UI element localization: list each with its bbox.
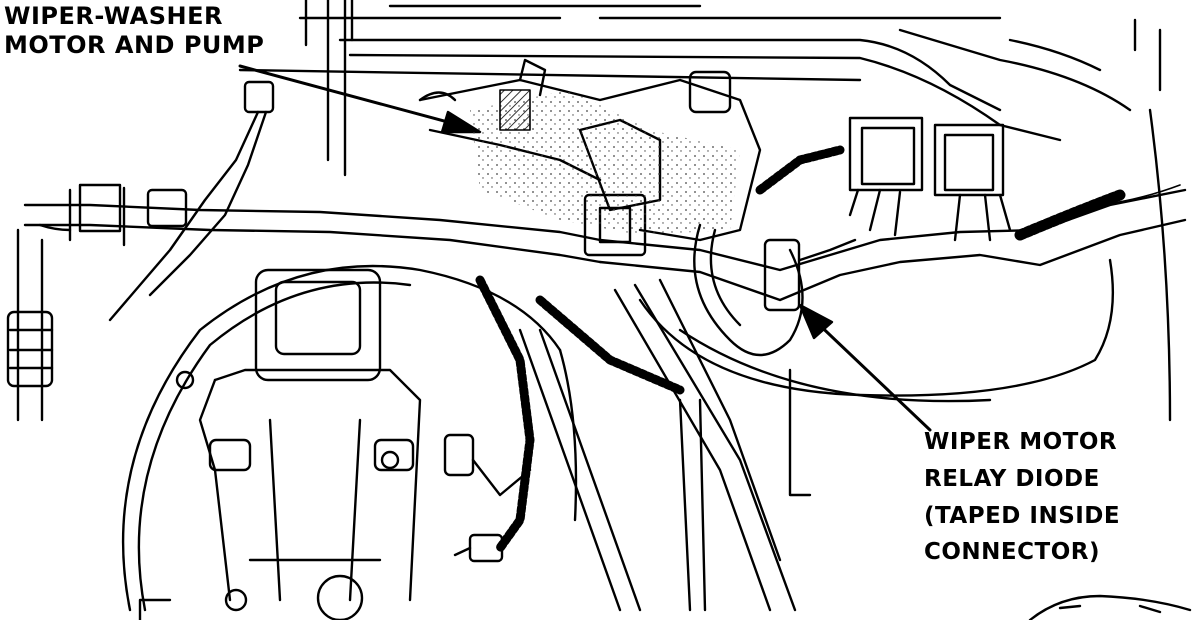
brake-lines [518,278,812,612]
hatched-clip [499,89,531,131]
washer-motor-label-line-1: WIPER-WASHER [4,2,223,30]
housing-shading [470,90,740,235]
washer-motor-connector [108,80,275,322]
relay-diode-label-line-2: RELAY DIODE [924,465,1100,492]
diode-leader-arrow [798,303,932,432]
inner-fender-contour [638,258,1115,403]
cowl-panel [238,4,1172,422]
washer-leader-arrow [238,64,482,134]
left-connector-group [6,183,188,422]
relay-diode-label: WIPER MOTOR RELAY DIODE (TAPED INSIDE CO… [924,424,1120,571]
master-cylinder-reservoir [198,268,422,620]
fender-corner [1028,594,1192,620]
washer-motor-label: WIPER-WASHER MOTOR AND PUMP [4,2,264,61]
diode-wire-loop [693,223,857,357]
support-rods [304,0,354,177]
lower-bracket [138,598,172,620]
corrugated-loom [475,145,1126,553]
relay-diode-label-line-1: WIPER MOTOR [924,429,1118,455]
relay-diode-label-line-4: CONNECTOR) [924,539,1100,566]
brake-booster-disk [121,264,578,612]
relay-diode-label-line-3: (TAPED INSIDE [924,502,1121,529]
lower-harness-connector [443,433,532,563]
relay-connector-pair [848,116,1012,242]
washer-motor-label-line-2: MOTOR AND PUMP [4,31,265,60]
